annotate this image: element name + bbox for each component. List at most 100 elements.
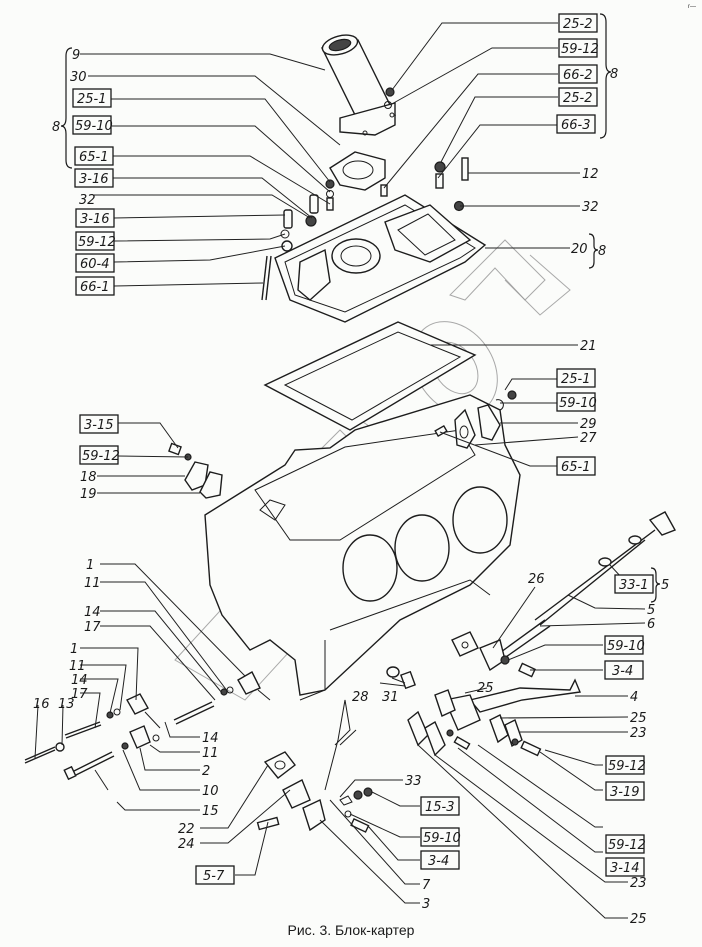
callout-3-19[interactable]: 3-19: [605, 781, 645, 801]
oil-filler-pipe: [320, 34, 396, 136]
svg-text:66-2: 66-2: [563, 68, 593, 83]
callout-59-10[interactable]: 59-10: [420, 827, 461, 847]
callout-19[interactable]: 19: [80, 487, 97, 502]
group-label-8: 8: [610, 67, 618, 82]
callout-13[interactable]: 13: [58, 697, 75, 712]
svg-text:60-4: 60-4: [80, 257, 110, 272]
callout-3[interactable]: 3: [422, 897, 430, 912]
callout-3-15[interactable]: 3-15: [79, 414, 119, 434]
callout-5-7[interactable]: 5-7: [195, 865, 235, 885]
callout-9[interactable]: 9: [72, 48, 80, 63]
callout-59-10[interactable]: 59-10: [604, 635, 645, 655]
svg-text:59-12: 59-12: [78, 235, 116, 250]
braces: [60, 13, 661, 603]
svg-text:25-1: 25-1: [77, 92, 107, 107]
callout-66-3[interactable]: 66-3: [556, 114, 596, 134]
callout-33-1[interactable]: 33-1: [614, 574, 654, 594]
callout-30[interactable]: 30: [70, 70, 87, 85]
callout-60-4[interactable]: 60-4: [75, 253, 115, 273]
callout-65-1[interactable]: 65-1: [74, 146, 114, 166]
callout-11[interactable]: 11: [84, 576, 101, 591]
plug-and-washer: [386, 666, 416, 690]
callout-3-16[interactable]: 3-16: [75, 208, 115, 228]
callout-23[interactable]: 23: [630, 726, 647, 741]
callout-6[interactable]: 6: [647, 617, 655, 632]
svg-text:66-1: 66-1: [80, 280, 110, 295]
callout-15[interactable]: 15: [202, 804, 219, 819]
callout-3-4[interactable]: 3-4: [420, 850, 460, 870]
svg-text:59-12: 59-12: [82, 449, 120, 464]
callout-11[interactable]: 11: [202, 746, 219, 761]
callout-59-12[interactable]: 59-12: [75, 231, 116, 251]
boxed-callouts: 25-2 59-12 66-2 25-2 66-3 25-1 59-10 65-…: [72, 13, 654, 885]
callout-12[interactable]: 12: [582, 167, 599, 182]
callout-21[interactable]: 21: [580, 339, 597, 354]
callout-25[interactable]: 25: [630, 711, 647, 726]
callout-25-2[interactable]: 25-2: [558, 13, 598, 33]
callout-31[interactable]: 31: [382, 690, 399, 705]
callout-32[interactable]: 32: [79, 193, 96, 208]
callout-14[interactable]: 14: [202, 731, 219, 746]
callout-24[interactable]: 24: [178, 837, 195, 852]
callout-18[interactable]: 18: [80, 470, 97, 485]
callout-10[interactable]: 10: [202, 784, 219, 799]
callout-33[interactable]: 33: [405, 774, 422, 789]
callout-65-1[interactable]: 65-1: [556, 456, 596, 476]
callout-5[interactable]: 5: [647, 603, 655, 618]
callout-23[interactable]: 23: [630, 876, 647, 891]
callout-17[interactable]: 17: [71, 687, 88, 702]
figure-caption: Рис. 3. Блок-картер: [287, 922, 415, 938]
svg-text:25-2: 25-2: [563, 17, 593, 32]
callout-3-16[interactable]: 3-16: [74, 168, 114, 188]
linkage-assembly: [24, 671, 271, 781]
callout-11[interactable]: 11: [69, 659, 86, 674]
callout-25-1[interactable]: 25-1: [72, 88, 112, 108]
callout-25-1[interactable]: 25-1: [556, 368, 596, 388]
svg-text:3-15: 3-15: [84, 418, 114, 433]
callout-59-12[interactable]: 59-12: [605, 834, 646, 854]
svg-text:66-3: 66-3: [561, 118, 591, 133]
svg-text:3-16: 3-16: [80, 212, 110, 227]
callout-59-12[interactable]: 59-12: [558, 38, 599, 58]
callout-66-1[interactable]: 66-1: [75, 276, 115, 296]
callout-25-2[interactable]: 25-2: [558, 87, 598, 107]
callout-25[interactable]: 25: [630, 912, 647, 927]
callout-16[interactable]: 16: [33, 697, 50, 712]
svg-text:65-1: 65-1: [561, 460, 591, 475]
svg-text:3-19: 3-19: [610, 785, 640, 800]
callout-28[interactable]: 28: [352, 690, 369, 705]
callout-14[interactable]: 14: [84, 605, 101, 620]
pipe-gasket: [329, 151, 386, 191]
callout-3-4[interactable]: 3-4: [604, 660, 644, 680]
callout-26[interactable]: 26: [528, 572, 545, 587]
callout-59-10[interactable]: 59-10: [72, 115, 113, 135]
callout-14[interactable]: 14: [71, 673, 88, 688]
callout-15-3[interactable]: 15-3: [420, 796, 460, 816]
callout-59-12[interactable]: 59-12: [605, 755, 646, 775]
callout-2[interactable]: 2: [202, 764, 210, 779]
callout-1[interactable]: 1: [86, 558, 94, 573]
callout-27[interactable]: 27: [580, 431, 597, 446]
svg-text:65-1: 65-1: [79, 150, 109, 165]
callout-25[interactable]: 25: [477, 681, 494, 696]
callout-17[interactable]: 17: [84, 620, 101, 635]
callout-59-12[interactable]: 59-12: [79, 445, 120, 465]
callout-32[interactable]: 32: [582, 200, 599, 215]
callout-22[interactable]: 22: [178, 822, 195, 837]
cylinder-block: [204, 394, 521, 701]
callout-66-2[interactable]: 66-2: [558, 64, 598, 84]
cover-gasket: [263, 321, 477, 431]
group-labels: 8 8 8 5: [52, 67, 669, 593]
svg-text:3-4: 3-4: [428, 854, 449, 869]
callout-59-10[interactable]: 59-10: [556, 392, 597, 412]
svg-text:59-10: 59-10: [607, 639, 645, 654]
side-plates-right: [434, 390, 517, 449]
callout-7[interactable]: 7: [422, 878, 431, 893]
svg-text:59-12: 59-12: [608, 759, 646, 774]
callout-20[interactable]: 20: [571, 242, 588, 257]
callout-1[interactable]: 1: [70, 642, 78, 657]
callout-3-14[interactable]: 3-14: [605, 857, 645, 877]
brace-group-8-right: [599, 13, 612, 139]
callout-4[interactable]: 4: [630, 690, 638, 705]
callout-29[interactable]: 29: [580, 417, 597, 432]
